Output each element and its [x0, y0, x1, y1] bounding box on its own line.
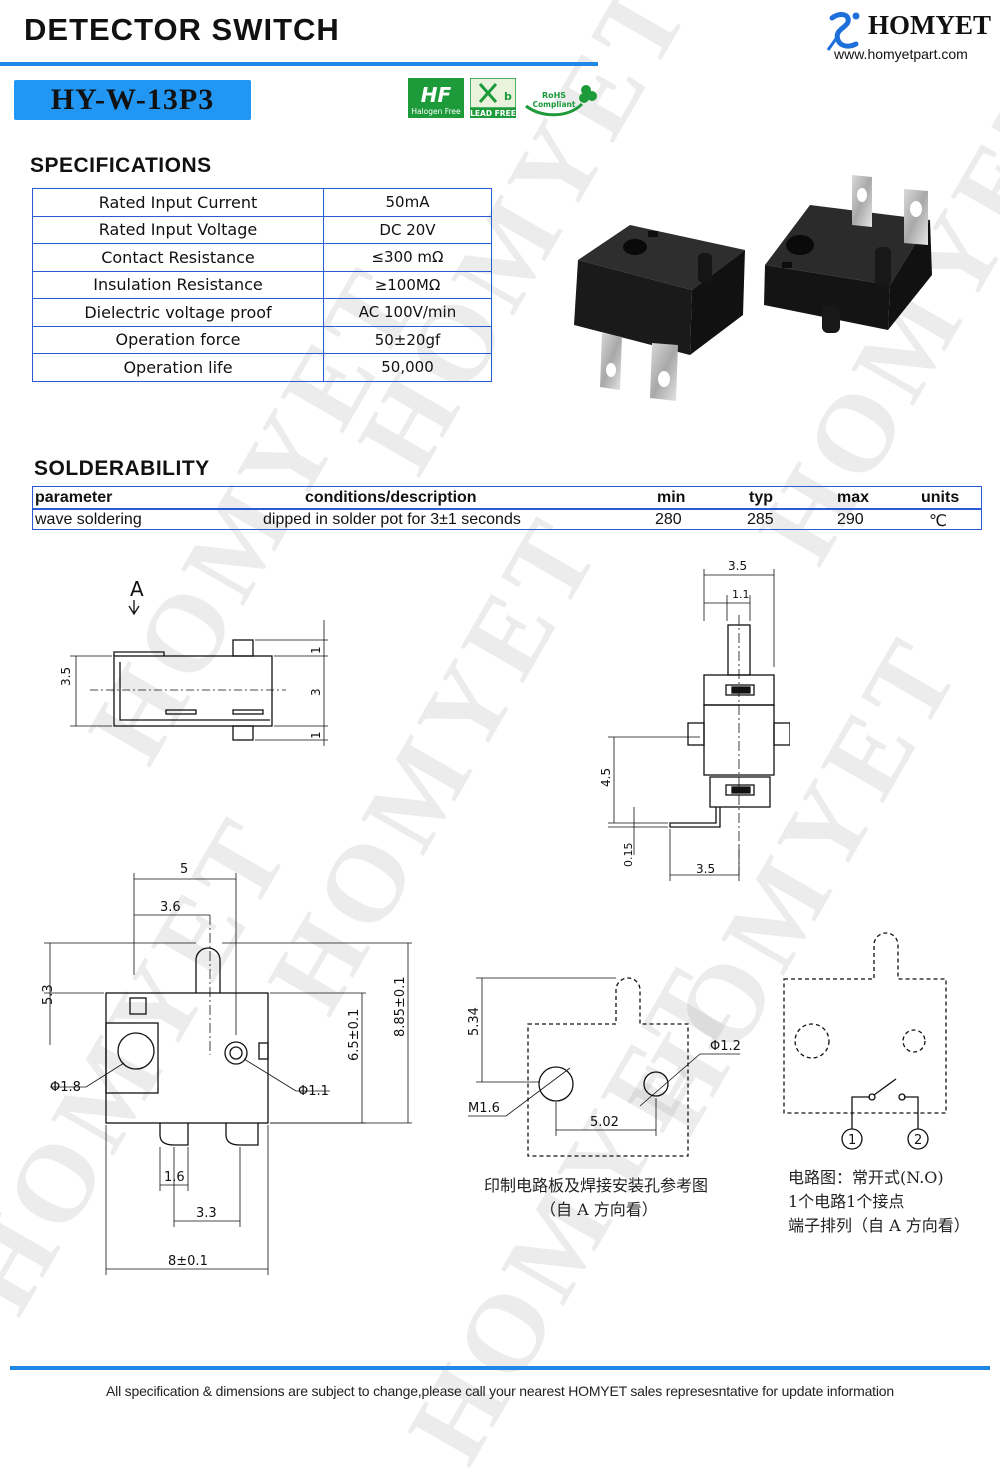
dim-pcb-hole-big: M1.6 — [468, 1101, 500, 1116]
footer-note: All specification & dimensions are subje… — [106, 1383, 894, 1399]
dim-front-height: 4.5 — [599, 768, 613, 787]
dim-front-width: 3.5 — [728, 559, 747, 573]
halogen-free-icon: HF Halogen Free — [408, 78, 464, 118]
switch-photo-back — [764, 175, 932, 333]
table-row: Insulation Resistance≥100MΩ — [32, 270, 492, 299]
dim-side-mid: 3 — [309, 688, 323, 696]
spec-name: Operation life — [32, 353, 324, 382]
top-view-drawing: 5 3.6 5.3 6.5±0.1 8.85±0.1 Φ1.8 Φ1.1 1.6… — [41, 862, 412, 1275]
spec-name: Rated Input Voltage — [32, 215, 324, 244]
dim-top-3-3: 3.3 — [196, 1206, 217, 1221]
column-header: max — [837, 489, 870, 506]
column-header: min — [657, 489, 686, 506]
arrow-label: A — [130, 577, 144, 601]
dim-side-bottom: 1 — [309, 731, 323, 739]
dim-side-height: 3.5 — [59, 667, 73, 686]
circuit-drawing: 1 2 — [783, 932, 947, 1150]
rohs-label: RoHS — [542, 91, 566, 100]
dim-front-plunger: 1.1 — [732, 588, 750, 601]
solderability-heading: SOLDERABILITY — [34, 457, 210, 480]
column-header: conditions/description — [305, 489, 477, 506]
lead-free-icon: b LEAD FREE — [470, 78, 516, 118]
specifications-heading: SPECIFICATIONS — [30, 154, 212, 177]
spec-value: DC 20V — [323, 215, 492, 244]
model-number: HY-W-13P3 — [50, 83, 215, 116]
dim-top-hole-small: Φ1.1 — [298, 1084, 329, 1099]
dim-top-hole-big: Φ1.8 — [50, 1080, 81, 1095]
solder-typ: 285 — [747, 511, 774, 528]
dim-top-3-6: 3.6 — [160, 900, 181, 915]
rohs-compliant-label: Compliant — [533, 100, 576, 109]
dim-pcb-hole-small: Φ1.2 — [710, 1039, 741, 1054]
spec-name: Rated Input Current — [32, 188, 324, 217]
side-view-drawing: A 3.5 1 3 1 — [59, 577, 328, 746]
spec-value: 50mA — [323, 188, 492, 217]
rohs-icon: RoHS Compliant — [525, 85, 597, 117]
column-header: units — [921, 489, 960, 506]
spec-name: Dielectric voltage proof — [32, 298, 324, 327]
halogen-mark: HF — [421, 83, 452, 107]
lead-free-label: LEAD FREE — [470, 109, 516, 118]
dim-top-5-3: 5.3 — [41, 984, 56, 1005]
table-row: Contact Resistance≤300 mΩ — [32, 243, 492, 272]
dim-side-top: 1 — [309, 646, 323, 654]
product-photo — [574, 175, 932, 401]
pin-1-label: 1 — [848, 1133, 856, 1148]
dim-front-lead-len: 3.5 — [696, 862, 715, 876]
column-header: typ — [749, 489, 773, 506]
solder-conditions: dipped in solder pot for 3±1 seconds — [263, 511, 521, 528]
solder-min: 280 — [655, 511, 682, 528]
front-view-drawing: 3.5 1.1 4.5 0.15 3.5 — [599, 559, 790, 881]
spec-value: 50,000 — [323, 353, 492, 382]
pcb-caption: 印制电路板及焊接安装孔参考图 — [484, 1176, 709, 1195]
switch-photo-front — [574, 225, 745, 401]
solderability-table: parameter conditions/description min typ… — [32, 486, 982, 530]
dim-pcb-5-34: 5.34 — [467, 1007, 482, 1036]
dim-top-5: 5 — [180, 862, 188, 877]
spec-value: AC 100V/min — [323, 298, 492, 327]
solder-parameter: wave soldering — [35, 511, 142, 528]
spec-name: Contact Resistance — [32, 243, 324, 272]
circuit-caption: 电路图：常开式(N.O) — [788, 1168, 944, 1187]
dim-pcb-pitch: 5.02 — [590, 1115, 619, 1130]
dim-top-width: 8±0.1 — [168, 1254, 208, 1269]
brand-logo-icon — [826, 12, 860, 51]
spec-name: Insulation Resistance — [32, 270, 324, 299]
spec-value: ≥100MΩ — [323, 270, 492, 299]
halogen-free-label: Halogen Free — [411, 107, 461, 116]
page-title: DETECTOR SWITCH — [24, 12, 340, 47]
solder-units: ℃ — [929, 513, 947, 530]
spec-name: Operation force — [32, 325, 324, 354]
svg-text:b: b — [504, 90, 512, 103]
table-row: wave soldering dipped in solder pot for … — [33, 509, 981, 531]
dim-front-lead: 0.15 — [622, 843, 635, 868]
footer-rule — [10, 1366, 990, 1370]
dim-top-8-85: 8.85±0.1 — [393, 976, 408, 1037]
title-rule — [0, 62, 598, 66]
circuit-contacts: 1个电路1个接点 — [788, 1192, 905, 1211]
column-header: parameter — [35, 489, 113, 506]
brand-name: HOMYET — [868, 10, 992, 40]
solder-max: 290 — [837, 511, 864, 528]
pcb-caption-direction: （自 A 方向看） — [540, 1200, 658, 1219]
spec-value: 50±20gf — [323, 325, 492, 354]
dim-top-6-5: 6.5±0.1 — [347, 1009, 362, 1061]
table-divider — [33, 508, 981, 510]
spec-value: ≤300 mΩ — [323, 243, 492, 272]
pin-2-label: 2 — [914, 1133, 922, 1148]
pcb-layout-drawing: 5.34 Φ1.2 M1.6 5.02 — [467, 977, 741, 1157]
circuit-terminal-order: 端子排列（自 A 方向看） — [788, 1216, 970, 1235]
brand-website: www.homyetpart.com — [834, 46, 968, 62]
model-badge — [14, 80, 251, 120]
table-header-row: parameter conditions/description min typ… — [33, 487, 981, 509]
